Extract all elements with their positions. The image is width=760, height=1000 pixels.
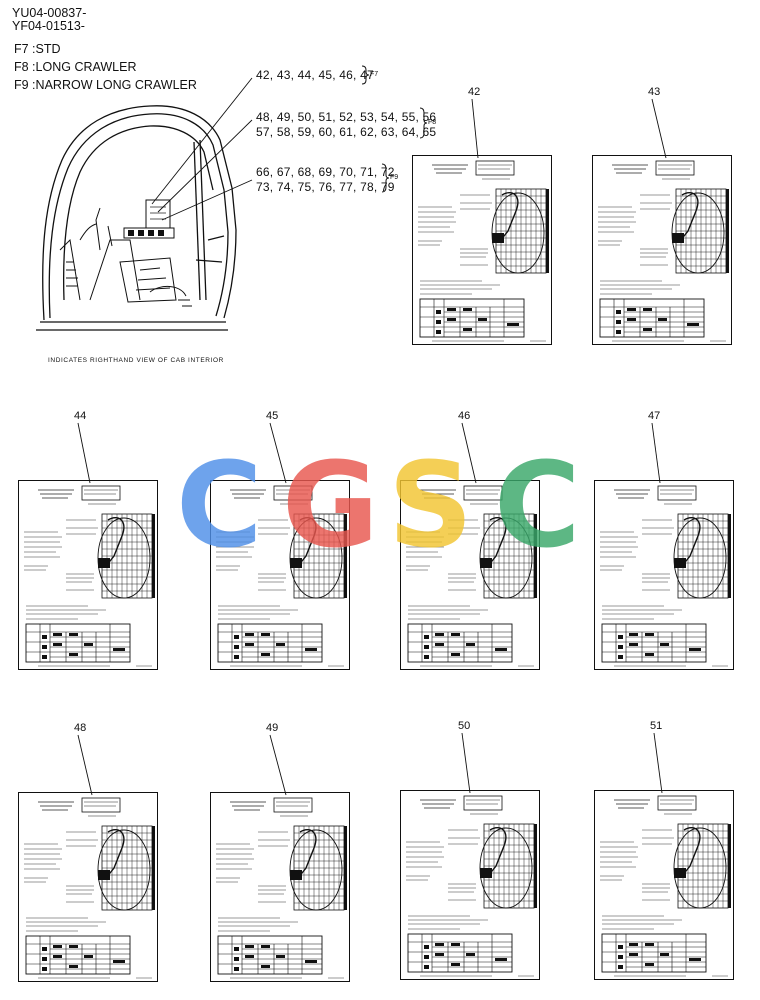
legend-key: F7 : bbox=[14, 42, 36, 56]
panel-leader-line bbox=[269, 422, 287, 484]
legend-f7: F7 :STD bbox=[14, 40, 61, 58]
figure-caption: INDICATES RIGHTHAND VIEW OF CAB INTERIOR bbox=[48, 357, 224, 364]
legend-f9: F9 :NARROW LONG CRAWLER bbox=[14, 76, 197, 94]
legend-key: F8 : bbox=[14, 60, 36, 74]
load-chart-label-drawing bbox=[594, 790, 734, 980]
panel-leader-line bbox=[461, 732, 471, 794]
panel-number: 48 bbox=[74, 722, 87, 734]
label-panel bbox=[210, 792, 350, 982]
load-chart-label-drawing bbox=[412, 155, 552, 345]
panel-leader-line bbox=[461, 422, 477, 484]
capacity-table bbox=[601, 933, 707, 973]
panel-number: 50 bbox=[458, 720, 471, 732]
callout-f7-tag: F7 bbox=[370, 71, 379, 78]
load-chart-label-drawing bbox=[400, 480, 540, 670]
capacity-table bbox=[25, 623, 131, 663]
load-chart-label-drawing bbox=[18, 792, 158, 982]
capacity-table bbox=[217, 935, 323, 975]
panel-leader-line bbox=[77, 734, 93, 796]
panel-leader-line bbox=[471, 98, 479, 159]
label-panel bbox=[412, 155, 552, 345]
label-panel bbox=[594, 790, 734, 980]
label-panel bbox=[400, 790, 540, 980]
cab-interior-details bbox=[59, 207, 192, 307]
panel-number: 42 bbox=[468, 86, 481, 98]
callout-f9-parts-2: 73, 74, 75, 76, 77, 78, 79 bbox=[256, 180, 395, 194]
load-chart-label-drawing bbox=[210, 480, 350, 670]
reach-grid bbox=[675, 188, 727, 274]
callout-f8-parts-2: 57, 58, 59, 60, 61, 62, 63, 64, 65 bbox=[256, 125, 437, 139]
reach-grid bbox=[101, 825, 153, 911]
legend-f8: F8 :LONG CRAWLER bbox=[14, 58, 137, 76]
capacity-table bbox=[25, 935, 131, 975]
capacity-table bbox=[601, 623, 707, 663]
panel-number: 43 bbox=[648, 86, 661, 98]
panel-number: 47 bbox=[648, 410, 661, 422]
cab-interior-diagram bbox=[36, 65, 428, 331]
load-chart-label-drawing bbox=[594, 480, 734, 670]
capacity-table bbox=[419, 298, 525, 338]
panel-leader-line bbox=[651, 98, 667, 159]
label-plate-cluster bbox=[123, 199, 175, 239]
load-chart-label-drawing bbox=[400, 790, 540, 980]
callout-f8-tag: F8 bbox=[428, 119, 437, 126]
cab-outline bbox=[36, 105, 237, 331]
panel-number: 51 bbox=[650, 720, 663, 732]
capacity-table bbox=[407, 933, 513, 973]
load-chart-label-drawing bbox=[210, 792, 350, 982]
watermark-letter: C bbox=[494, 436, 581, 574]
label-panel bbox=[18, 480, 158, 670]
capacity-table bbox=[599, 298, 705, 338]
capacity-table bbox=[407, 623, 513, 663]
panel-leader-line bbox=[77, 422, 91, 484]
panel-number: 44 bbox=[74, 410, 87, 422]
load-chart-label-drawing bbox=[592, 155, 732, 345]
legend-value: STD bbox=[35, 42, 61, 56]
panel-number: 49 bbox=[266, 722, 279, 734]
capacity-table bbox=[217, 623, 323, 663]
group-braces bbox=[361, 65, 428, 193]
panel-number: 46 bbox=[458, 410, 471, 422]
part-code-1: YU04-00837- bbox=[12, 6, 87, 20]
legend-value: NARROW LONG CRAWLER bbox=[35, 78, 197, 92]
label-panel bbox=[592, 155, 732, 345]
callout-f8-parts-1: 48, 49, 50, 51, 52, 53, 54, 55, 56 bbox=[256, 110, 437, 124]
part-code-2: YF04-01513- bbox=[12, 19, 85, 33]
watermark-letter: G bbox=[282, 436, 379, 574]
callout-leader-lines bbox=[151, 77, 253, 221]
watermark-letter: S bbox=[388, 436, 473, 574]
label-panel bbox=[210, 480, 350, 670]
legend-value: LONG CRAWLER bbox=[35, 60, 137, 74]
legend-key: F9 : bbox=[14, 78, 36, 92]
callout-f9-tag: F9 bbox=[390, 174, 399, 181]
watermark-letter: C bbox=[176, 436, 263, 574]
panel-leader-line bbox=[653, 732, 663, 794]
load-chart-label-drawing bbox=[18, 480, 158, 670]
panel-leader-line bbox=[269, 734, 287, 796]
callout-f7-parts: 42, 43, 44, 45, 46, 47 bbox=[256, 68, 374, 82]
label-panel bbox=[594, 480, 734, 670]
label-panel bbox=[400, 480, 540, 670]
reach-grid bbox=[101, 513, 153, 599]
label-panel bbox=[18, 792, 158, 982]
callout-f9-parts-1: 66, 67, 68, 69, 70, 71, 72 bbox=[256, 165, 395, 179]
panel-leader-line bbox=[651, 422, 661, 484]
panel-number: 45 bbox=[266, 410, 279, 422]
